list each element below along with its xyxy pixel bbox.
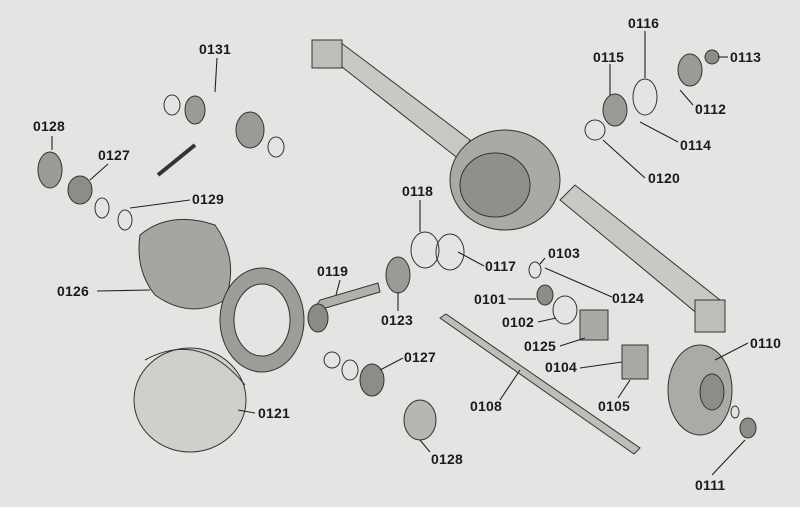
part-label-0102: 0102	[502, 314, 534, 330]
part-label-0103: 0103	[548, 245, 580, 261]
part-label-0105: 0105	[598, 398, 630, 414]
part-label-0125: 0125	[524, 338, 556, 354]
part-label-0131: 0131	[199, 41, 231, 57]
part-label-0124: 0124	[612, 290, 644, 306]
differential-cover	[133, 347, 247, 453]
part-label-0127: 0127	[98, 147, 130, 163]
part-label-0120: 0120	[648, 170, 680, 186]
part-label-0128-lower: 0128	[431, 451, 463, 467]
part-label-0115: 0115	[593, 49, 625, 65]
part-label-0112: 0112	[695, 101, 727, 117]
part-label-0104: 0104	[545, 359, 577, 375]
part-label-0128: 0128	[33, 118, 65, 134]
part-label-0118: 0118	[402, 183, 434, 199]
part-label-0127-lower: 0127	[404, 349, 436, 365]
part-label-0123: 0123	[381, 312, 413, 328]
axle-housing	[311, 39, 726, 333]
part-label-0113: 0113	[730, 49, 762, 65]
part-label-0111: 0111	[695, 477, 726, 493]
part-label-0116: 0116	[628, 15, 660, 31]
part-label-0129: 0129	[192, 191, 224, 207]
part-label-0117: 0117	[485, 258, 517, 274]
part-label-0114: 0114	[680, 137, 712, 153]
differential-case	[138, 218, 232, 310]
axle-shaft	[439, 313, 641, 455]
part-label-0110: 0110	[750, 335, 782, 351]
part-label-0101: 0101	[474, 291, 506, 307]
part-label-0119: 0119	[317, 263, 349, 279]
part-label-0126: 0126	[57, 283, 89, 299]
leader-lines	[51, 31, 749, 476]
part-label-0108: 0108	[470, 398, 502, 414]
part-label-0121: 0121	[258, 405, 290, 421]
